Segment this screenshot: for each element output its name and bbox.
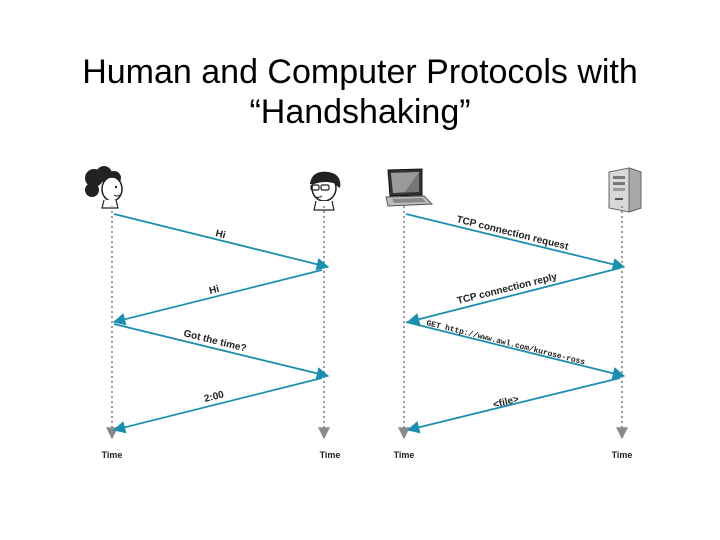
message-label: Hi	[214, 228, 227, 241]
man-icon	[310, 171, 341, 211]
message-label: TCP connection request	[455, 214, 570, 253]
time-label: Time	[320, 450, 341, 460]
time-label: Time	[612, 450, 633, 460]
message-label: GET http://www.awl.com/kurose-ross	[425, 319, 586, 367]
message-arrow	[406, 267, 621, 326]
message-label: <file>	[492, 394, 520, 411]
message-label: Got the time?	[182, 328, 247, 354]
message-label: TCP connection reply	[456, 271, 559, 307]
message-arrow	[406, 377, 621, 434]
title-line-1: Human and Computer Protocols with	[82, 53, 638, 91]
laptop-icon	[385, 168, 434, 207]
message-arrow	[112, 269, 323, 326]
message-arrow	[112, 377, 323, 434]
human-protocol: Hi Hi Got the time? 2:00 Time Time	[85, 166, 340, 460]
time-label: Time	[102, 450, 123, 460]
message-arrow	[405, 321, 626, 380]
message-label: Hi	[208, 284, 221, 297]
server-icon	[608, 167, 642, 213]
woman-icon	[85, 166, 123, 209]
computer-protocol: TCP connection request TCP connection re…	[385, 167, 642, 460]
message-arrow	[113, 213, 330, 271]
time-label: Time	[394, 450, 415, 460]
message-arrow	[113, 323, 330, 380]
title-line-2: “Handshaking”	[249, 93, 471, 131]
message-label: 2:00	[203, 389, 226, 405]
slide-title: Human and Computer Protocols with “Hands…	[0, 52, 720, 132]
message-arrow	[405, 213, 626, 271]
